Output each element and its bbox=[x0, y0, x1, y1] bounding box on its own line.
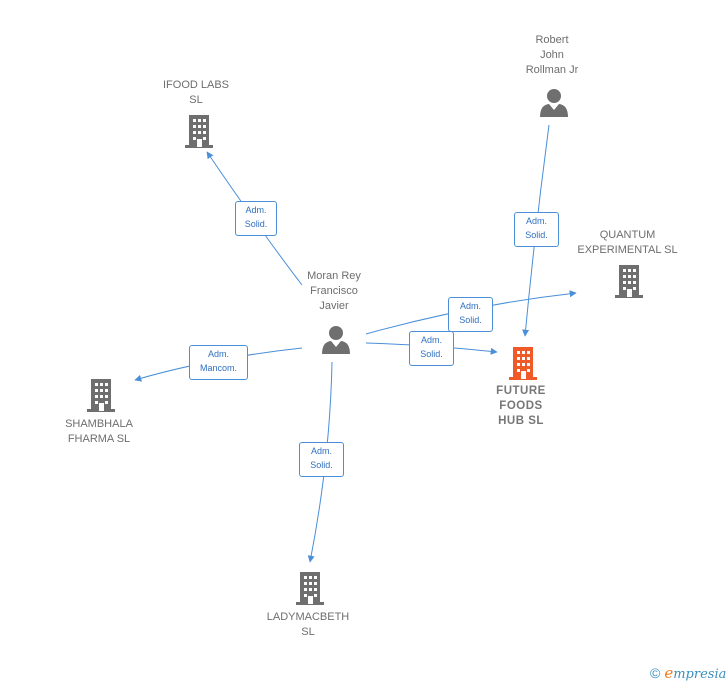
edge-label-ladymacbeth[interactable]: Adm. Solid. bbox=[299, 442, 344, 477]
node-label-ifood-labs: IFOOD LABS SL bbox=[162, 79, 230, 106]
building-icon[interactable] bbox=[294, 570, 326, 606]
edge-label-shambhala[interactable]: Adm. Mancom. bbox=[189, 345, 248, 380]
building-icon[interactable] bbox=[183, 113, 215, 149]
footer-brand[interactable]: ©empresia bbox=[650, 664, 726, 682]
person-icon[interactable] bbox=[539, 88, 569, 118]
building-icon[interactable] bbox=[85, 377, 117, 413]
person-icon[interactable] bbox=[321, 325, 351, 355]
building-icon[interactable] bbox=[613, 263, 645, 299]
edge-label-robert-future[interactable]: Adm. Solid. bbox=[514, 212, 559, 247]
node-label-shambhala: SHAMBHALA FHARMA SL bbox=[65, 418, 133, 445]
brand-logo-e: e bbox=[664, 664, 674, 682]
node-label-moran: Moran Rey Francisco Javier bbox=[307, 270, 361, 312]
node-label-ladymacbeth: LADYMACBETH SL bbox=[266, 611, 350, 638]
edge-label-ifood[interactable]: Adm. Solid. bbox=[235, 201, 277, 236]
node-label-robert: Robert John Rollman Jr bbox=[525, 34, 579, 76]
node-label-future-foods: FUTURE FOODS HUB SL bbox=[496, 385, 546, 427]
brand-logo-text: mpresia bbox=[673, 667, 727, 682]
node-label-quantum: QUANTUM EXPERIMENTAL SL bbox=[577, 229, 678, 256]
copyright-icon: © bbox=[650, 665, 661, 681]
building-icon[interactable] bbox=[507, 345, 539, 381]
edge-label-quantum[interactable]: Adm. Solid. bbox=[448, 297, 493, 332]
edge-label-future[interactable]: Adm. Solid. bbox=[409, 331, 454, 366]
